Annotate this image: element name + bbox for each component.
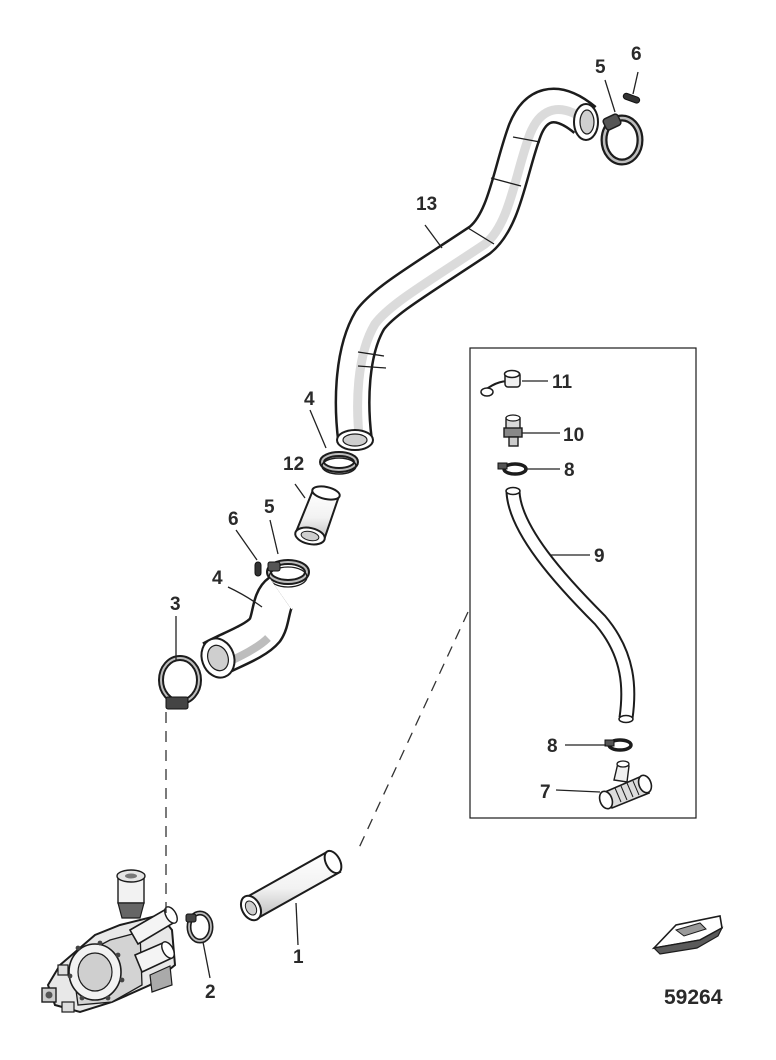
- callout-5-middle: 5: [264, 497, 275, 518]
- tee-fitting-part-7: [598, 760, 653, 810]
- callout-5-top: 5: [595, 57, 606, 78]
- callout-12: 12: [283, 454, 304, 475]
- hose-clamp-part-5-middle: [266, 559, 310, 588]
- callout-4-lower: 4: [212, 568, 223, 589]
- figure-number: 59264: [664, 986, 723, 1009]
- callout-10: 10: [563, 425, 584, 446]
- callout-11: 11: [552, 372, 573, 393]
- hose-clamp-part-2: [185, 910, 214, 944]
- hose-part-1: [239, 849, 343, 922]
- callout-9: 9: [594, 546, 605, 567]
- callout-8-upper: 8: [564, 460, 575, 481]
- hose-clamp-part-5-top: [600, 113, 644, 166]
- callout-4-upper: 4: [304, 389, 315, 410]
- connector-tube-part-12: [294, 485, 341, 546]
- long-hose-part-13: [334, 87, 599, 451]
- screw-part-6-top: [622, 92, 641, 104]
- assembly-line-inset: [357, 611, 469, 851]
- callout-1: 1: [293, 947, 304, 968]
- hose-clamp-part-3: [158, 655, 202, 710]
- callout-8-lower: 8: [547, 736, 558, 757]
- fitting-part-10: [503, 414, 523, 447]
- flexible-hose-part-9: [505, 486, 636, 724]
- cap-part-11: [480, 369, 521, 397]
- hose-clamp-part-8-upper: [497, 462, 528, 476]
- leader-lines: [175, 71, 639, 979]
- callout-7: 7: [540, 782, 551, 803]
- screw-part-6-middle: [254, 561, 262, 577]
- elbow-hose-part-4-lower: [200, 576, 295, 679]
- sea-water-pump-assembly: [41, 869, 178, 1014]
- kit-inset-frame: [469, 347, 697, 819]
- callout-13: 13: [416, 194, 437, 215]
- boat-icon: [651, 915, 724, 955]
- hose-clamp-part-8-lower: [604, 738, 633, 752]
- callout-6-top: 6: [631, 44, 642, 65]
- callout-2: 2: [205, 982, 216, 1003]
- callout-6-middle: 6: [228, 509, 239, 530]
- callout-3: 3: [170, 594, 181, 615]
- hose-clamp-part-4-upper: [319, 451, 359, 475]
